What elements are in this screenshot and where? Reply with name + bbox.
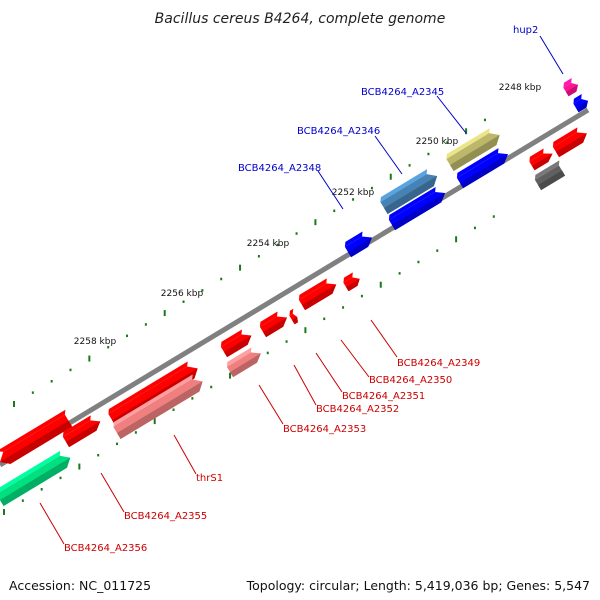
feature-thrS1[interactable] xyxy=(113,374,203,439)
feature-a2345[interactable] xyxy=(446,128,500,171)
scale-label-2254: 2254 kbp xyxy=(247,239,290,249)
feature-a2356-red[interactable] xyxy=(0,409,73,464)
feature-a2352-shade xyxy=(263,317,287,338)
feature-a2343[interactable] xyxy=(529,148,553,171)
feature-a2340-bevel xyxy=(573,94,582,104)
feature-a2345-shade xyxy=(450,135,500,171)
feature-a2342-bevel xyxy=(552,127,578,147)
feature-a2356-shade xyxy=(0,457,71,506)
gene-label-a2348[interactable]: BCB4264_A2348 xyxy=(238,163,321,174)
feature-a2347-shade xyxy=(392,192,446,231)
feature-a2352[interactable] xyxy=(259,311,287,338)
feature-a2356-bevel xyxy=(0,450,61,492)
feature-a2353-a-bevel xyxy=(220,329,242,347)
feature-a2350-shade xyxy=(302,284,337,311)
feature-a2340-shade xyxy=(576,100,588,113)
leader-hup2 xyxy=(539,35,564,75)
feature-a2353-a-shade xyxy=(224,335,252,358)
gene-label-a2349[interactable]: BCB4264_A2349 xyxy=(397,358,480,369)
feature-track xyxy=(0,78,588,506)
feature-a2356-red-bevel xyxy=(0,409,66,452)
gene-label-a2346[interactable]: BCB4264_A2346 xyxy=(297,126,380,137)
scale-label-2252: 2252 kbp xyxy=(332,188,375,198)
feature-a2341[interactable] xyxy=(534,160,566,191)
feature-a2341-shade xyxy=(538,170,566,191)
gene-label-a2353[interactable]: BCB4264_A2353 xyxy=(283,424,366,435)
feature-hup2[interactable] xyxy=(563,78,578,97)
feature-a2351-shade xyxy=(292,316,298,325)
scale-label-2256: 2256 kbp xyxy=(161,289,204,299)
feature-a2346[interactable] xyxy=(380,169,438,214)
feature-a2346-bevel xyxy=(380,169,428,203)
feature-a2355-bevel xyxy=(62,415,91,437)
gene-label-a2356[interactable]: BCB4264_A2356 xyxy=(64,543,147,554)
feature-a2355[interactable] xyxy=(62,415,101,448)
scale-tick-tracks xyxy=(3,118,495,515)
feature-a2345-bevel xyxy=(446,128,490,160)
scale-label-2250: 2250 kbp xyxy=(416,137,459,147)
leader-a2348 xyxy=(317,170,344,210)
feature-a2349[interactable] xyxy=(343,272,360,292)
scale-label-2248: 2248 kbp xyxy=(499,83,542,93)
leader-a2346 xyxy=(374,135,403,175)
feature-a2349-bevel xyxy=(343,272,353,283)
leader-a2351 xyxy=(315,352,343,393)
feature-thrS1-bevel xyxy=(113,374,193,428)
feature-a2342-shade xyxy=(556,133,587,158)
feature-hup2-bevel xyxy=(563,78,572,88)
leader-a2355 xyxy=(100,472,125,513)
feature-a2351[interactable] xyxy=(289,308,298,325)
feature-thrS1-shade xyxy=(117,381,203,439)
feature-a2356[interactable] xyxy=(0,450,71,506)
leader-a2353 xyxy=(258,384,284,425)
leader-a2349 xyxy=(370,319,398,358)
feature-a2347-bevel xyxy=(388,186,436,220)
gene-label-a2345[interactable]: BCB4264_A2345 xyxy=(361,87,444,98)
scale-label-2258: 2258 kbp xyxy=(74,337,117,347)
feature-a2341-bevel xyxy=(534,160,560,180)
feature-a2356-red-shade xyxy=(0,420,73,464)
feature-a2348-shade xyxy=(348,237,372,258)
feature-a2349-shade xyxy=(346,278,360,292)
gene-label-thrS1[interactable]: thrS1 xyxy=(196,473,223,484)
feature-a2350-bevel xyxy=(298,278,327,300)
feature-a2343-shade xyxy=(532,153,553,171)
feature-a2350[interactable] xyxy=(298,278,337,311)
gene-label-hup2[interactable]: hup2 xyxy=(513,25,538,36)
feature-a2347[interactable] xyxy=(388,186,446,231)
feature-a2344-bevel xyxy=(456,148,499,178)
feature-a2352-bevel xyxy=(259,311,278,327)
accession-text: Accession: NC_011725 xyxy=(9,578,152,593)
feature-a2354-bevel xyxy=(108,361,188,415)
feature-a2353[interactable] xyxy=(226,347,261,378)
feature-a2353-a[interactable] xyxy=(220,329,252,358)
leader-a2356 xyxy=(39,502,65,545)
genome-stats-text: Topology: circular; Length: 5,419,036 bp… xyxy=(246,578,590,593)
gene-label-a2355[interactable]: BCB4264_A2355 xyxy=(124,511,207,522)
feature-a2355-shade xyxy=(66,421,101,448)
label-leader-lines xyxy=(39,35,564,545)
gene-label-a2351[interactable]: BCB4264_A2351 xyxy=(342,391,425,402)
feature-a2353-shade xyxy=(230,353,261,378)
leader-a2350 xyxy=(340,339,370,378)
feature-a2348[interactable] xyxy=(344,231,372,258)
gene-label-a2350[interactable]: BCB4264_A2350 xyxy=(369,375,452,386)
feature-a2346-shade xyxy=(384,175,438,214)
leader-thrS1 xyxy=(173,434,197,475)
feature-hup2-shade xyxy=(566,84,578,97)
feature-a2348-bevel xyxy=(344,231,363,247)
feature-a2344[interactable] xyxy=(456,148,508,189)
feature-a2342[interactable] xyxy=(552,127,587,158)
feature-a2351-bevel xyxy=(289,308,294,316)
feature-a2340[interactable] xyxy=(573,94,588,113)
feature-a2353-bevel xyxy=(226,347,252,367)
leader-a2345 xyxy=(436,95,467,134)
gene-label-a2352[interactable]: BCB4264_A2352 xyxy=(316,404,399,415)
leader-a2352 xyxy=(293,364,317,406)
feature-a2344-shade xyxy=(460,154,508,189)
feature-a2343-bevel xyxy=(529,148,544,162)
genome-title: Bacillus cereus B4264, complete genome xyxy=(155,11,446,27)
